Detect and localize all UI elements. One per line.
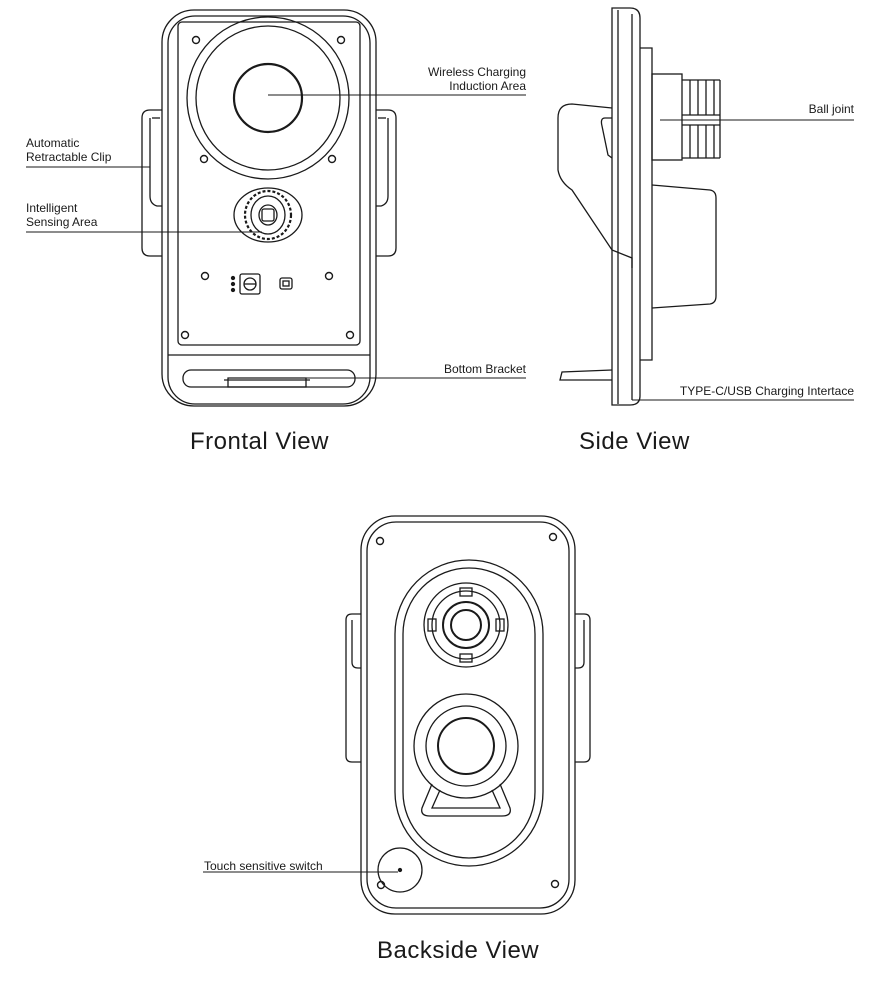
wireless-charging-label: Wireless Charging Induction Area — [427, 65, 526, 93]
back-inner-body — [366, 521, 570, 909]
back-right-clip — [575, 613, 591, 763]
side-ball-joint — [651, 73, 721, 161]
back-lower-mount — [413, 693, 519, 817]
type-c-label: TYPE-C/USB Charging Intertace — [679, 384, 854, 398]
front-screws — [180, 35, 355, 340]
side-callout-lines — [632, 119, 854, 401]
front-inner-body — [167, 15, 371, 405]
side-view-drawing — [557, 7, 721, 406]
backside-view-title: Backside View — [377, 937, 540, 964]
side-rear-plate — [640, 47, 653, 361]
side-bottom-bracket — [559, 369, 613, 381]
side-rear-housing — [651, 184, 717, 309]
front-face-plate — [177, 21, 361, 346]
frontal-view-title: Frontal View — [190, 428, 329, 455]
sensing-area — [233, 187, 303, 243]
front-outer-body — [161, 9, 377, 407]
back-left-clip — [345, 613, 361, 763]
side-view-title: Side View — [579, 428, 690, 455]
side-clip-arm — [557, 103, 633, 268]
front-left-clip — [141, 109, 162, 257]
ball-joint-label: Ball joint — [808, 102, 854, 116]
front-right-clip — [376, 109, 397, 257]
bottom-bracket-label: Bottom Bracket — [443, 362, 526, 376]
automatic-clip-label: Automatic Retractable Clip — [26, 136, 112, 164]
touch-switch — [377, 847, 423, 893]
frontal-view-drawing — [141, 9, 397, 407]
backside-view-drawing — [345, 515, 591, 915]
front-bottom-bracket — [168, 354, 370, 388]
back-capsule-panel — [394, 559, 544, 867]
frontal-callout-lines — [26, 94, 526, 379]
back-upper-socket — [423, 582, 509, 668]
side-body — [611, 7, 641, 406]
induction-area — [186, 16, 350, 180]
back-outer-body — [360, 515, 576, 915]
front-controls — [230, 273, 293, 295]
intelligent-sensing-label: Intelligent Sensing Area — [26, 201, 98, 229]
back-screws — [375, 532, 560, 890]
touch-switch-label: Touch sensitive switch — [204, 859, 323, 873]
